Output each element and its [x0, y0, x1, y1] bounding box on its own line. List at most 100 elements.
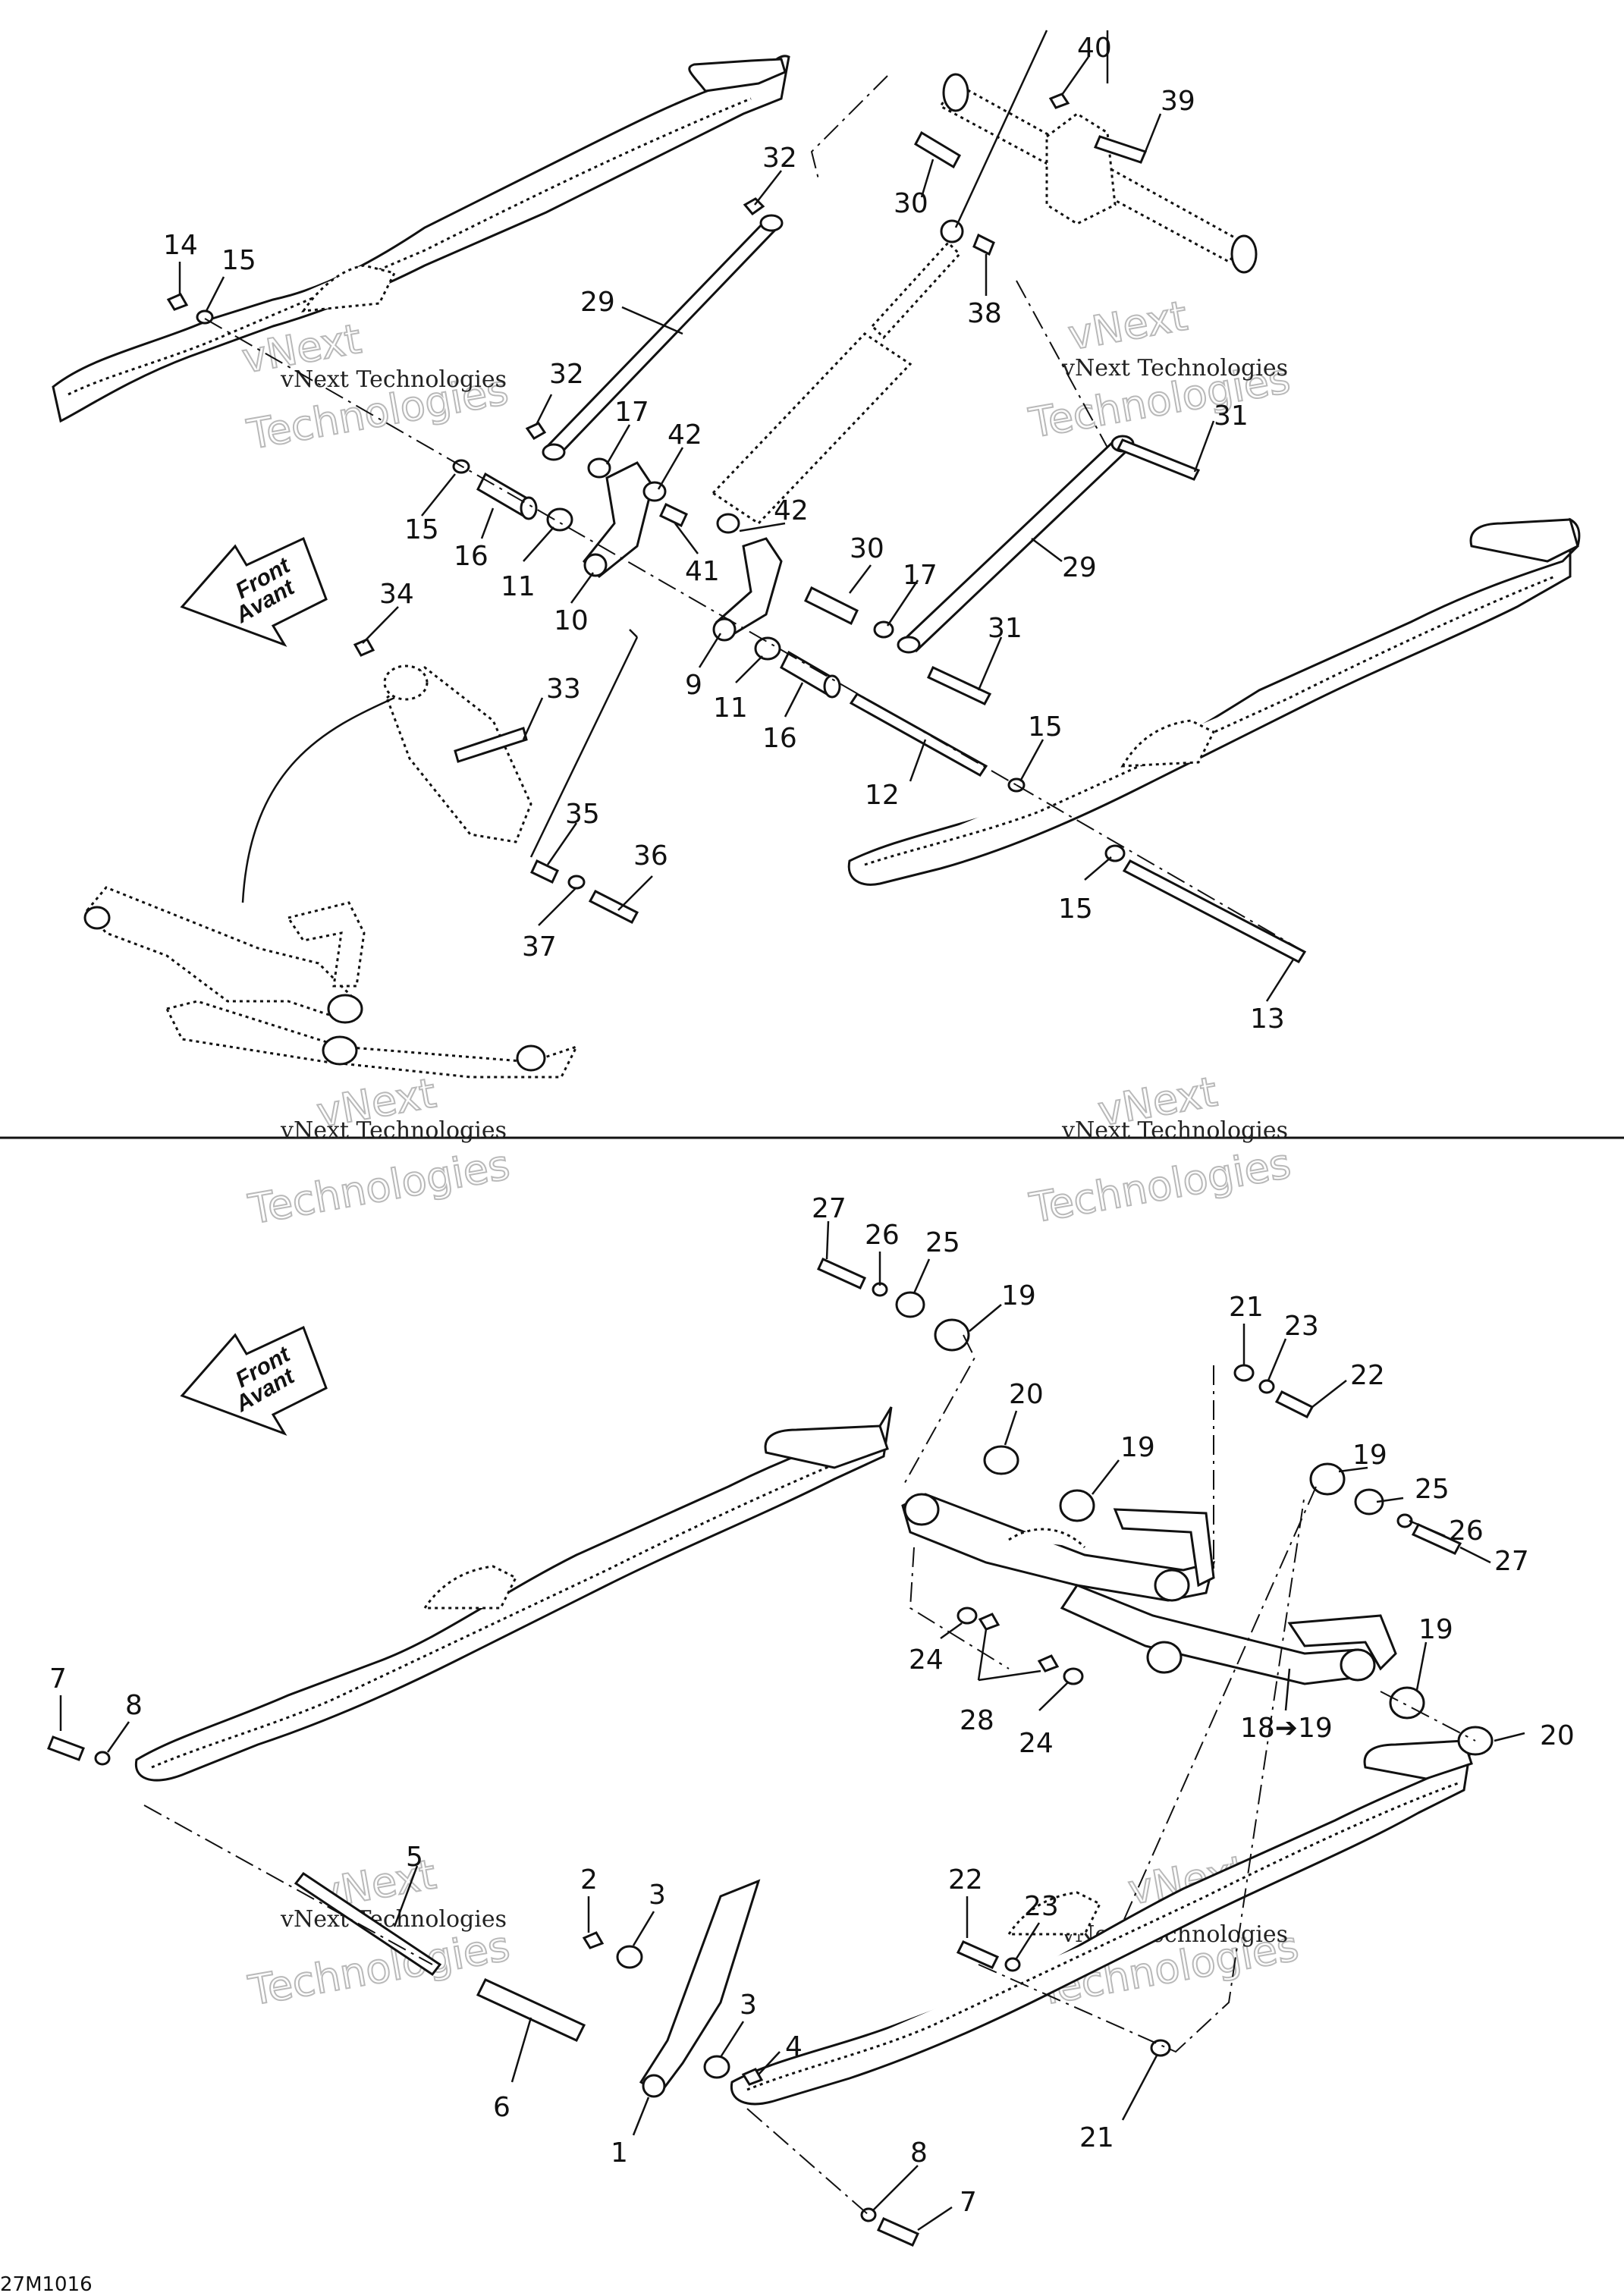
washer-8-left	[94, 1751, 111, 1766]
callout-6: 6	[493, 2092, 510, 2123]
callout-10: 10	[554, 605, 589, 636]
callout-19-lower: 19	[1418, 1614, 1453, 1645]
callout-20-lower: 20	[1540, 1720, 1575, 1751]
callout-19-left: 19	[1120, 1432, 1155, 1463]
callout-37: 37	[522, 931, 557, 963]
callout-29-upper: 29	[580, 287, 615, 318]
bushing-30-upper	[914, 130, 961, 169]
callout-5: 5	[406, 1842, 423, 1873]
callout-13: 13	[1250, 1004, 1285, 1035]
bushing-11-right	[754, 636, 781, 661]
rear-shock-absorber	[383, 664, 532, 843]
watermark-text: vNext Technologies	[1061, 1117, 1288, 1144]
watermark-text: vNext Technologies	[280, 1117, 507, 1144]
callouts-top: 40 39 32 30 38 14 15 29 32 17 42 42 15 1…	[163, 33, 1295, 1035]
watermark-text: vNext Technologies	[280, 366, 507, 393]
spacer-16-right	[780, 650, 841, 699]
bolt-36	[588, 889, 639, 925]
upper-shock-absorber	[711, 219, 964, 525]
callout-15-right: 15	[1028, 711, 1063, 743]
callout-26-top: 26	[865, 1220, 900, 1251]
bolt-39	[1093, 135, 1148, 164]
callout-31-lower: 31	[988, 613, 1022, 644]
bushing-11-left	[546, 507, 573, 532]
rocker-arm-left	[582, 461, 654, 579]
right-slide-rail-bottom	[730, 1739, 1473, 2106]
rear-arm-bottom	[901, 1493, 1397, 1685]
callout-1: 1	[611, 2137, 628, 2169]
bushing-35	[530, 859, 559, 884]
callout-22-top: 22	[1350, 1360, 1385, 1391]
callout-18-19: 18➔19	[1240, 1713, 1333, 1744]
callout-19-right: 19	[1352, 1440, 1387, 1471]
callout-16-left: 16	[454, 541, 488, 572]
callout-23-lower: 23	[1024, 1891, 1059, 1922]
callout-33: 33	[546, 674, 581, 705]
bolt-27-top	[817, 1258, 866, 1289]
bolt-31-lower	[927, 666, 992, 705]
washer-3-lower	[703, 2055, 730, 2079]
nut-34	[353, 638, 375, 657]
washer-3-upper	[616, 1945, 643, 1969]
front-direction-arrow-top: Front Avant	[180, 536, 328, 647]
callout-38: 38	[967, 298, 1002, 329]
right-slide-rail-top	[847, 517, 1581, 886]
washer-17-left	[587, 457, 611, 479]
nut-32-lower	[525, 422, 547, 440]
callout-15-rail: 15	[1058, 894, 1093, 925]
callout-22-lower: 22	[948, 1864, 983, 1896]
callout-35: 35	[565, 799, 600, 830]
shaft-12	[849, 693, 988, 777]
bushing-38	[972, 233, 995, 256]
bolt-7-right	[876, 2217, 920, 2247]
bottom-axis-lines	[143, 1334, 1476, 2216]
stopper-strap-1	[639, 1879, 761, 2098]
front-direction-arrow-bottom: Front Avant	[180, 1325, 328, 1436]
bolt-22-lower	[956, 1940, 1000, 1969]
callout-7-right: 7	[960, 2187, 977, 2218]
bolt-27-right	[1411, 1523, 1462, 1555]
callout-21-lower: 21	[1079, 2122, 1114, 2153]
callout-27-right: 27	[1494, 1546, 1529, 1577]
callout-30-lower: 30	[850, 533, 884, 564]
washer-24-right	[1063, 1667, 1084, 1685]
bushing-30-right	[804, 586, 859, 626]
callout-41: 41	[685, 556, 720, 587]
washer-21-lower	[1150, 2039, 1171, 2057]
callout-42-left: 42	[668, 419, 702, 451]
callout-8-left: 8	[125, 1690, 143, 1721]
watermark-text: vNext Technologies	[280, 1906, 507, 1933]
spacer-16-left	[476, 472, 538, 520]
nut-32-upper	[743, 197, 765, 216]
callout-11-left: 11	[501, 571, 536, 602]
callout-8-right: 8	[910, 2137, 928, 2169]
washer-24-left	[956, 1607, 978, 1625]
bolt-7-left	[47, 1735, 85, 1761]
bushing-25-top	[895, 1291, 925, 1318]
left-slide-rail-top	[52, 55, 790, 423]
callout-16-right: 16	[762, 723, 797, 754]
callout-9: 9	[685, 670, 702, 701]
callout-17-left: 17	[614, 397, 649, 428]
callout-24-left: 24	[909, 1644, 944, 1676]
washer-21-top	[1233, 1364, 1255, 1382]
callout-25-top: 25	[925, 1227, 960, 1258]
rocker-arm-right	[712, 537, 783, 642]
bushing-19-lower	[1389, 1686, 1425, 1720]
callout-25-right: 25	[1415, 1474, 1450, 1505]
svg-text:vNext: vNext	[1065, 292, 1191, 360]
washer-23-top	[1258, 1379, 1275, 1394]
callout-2: 2	[580, 1864, 598, 1896]
callout-24-right: 24	[1019, 1728, 1054, 1759]
bushing-41	[659, 502, 688, 528]
link-rod-upper	[542, 214, 784, 461]
bushing-19-right	[1309, 1462, 1346, 1496]
callouts-bottom: 27 26 25 19 21 23 22 20 19 19 25 26 27 2…	[49, 1193, 1575, 2232]
callout-11-right: 11	[713, 693, 748, 724]
callout-40: 40	[1077, 33, 1112, 64]
callout-3-lower: 3	[740, 1990, 757, 2021]
callout-32-lower: 32	[549, 359, 584, 390]
bolt-31-upper	[1116, 438, 1201, 481]
bushing-19-top	[934, 1318, 970, 1352]
callout-23-top: 23	[1284, 1311, 1319, 1342]
